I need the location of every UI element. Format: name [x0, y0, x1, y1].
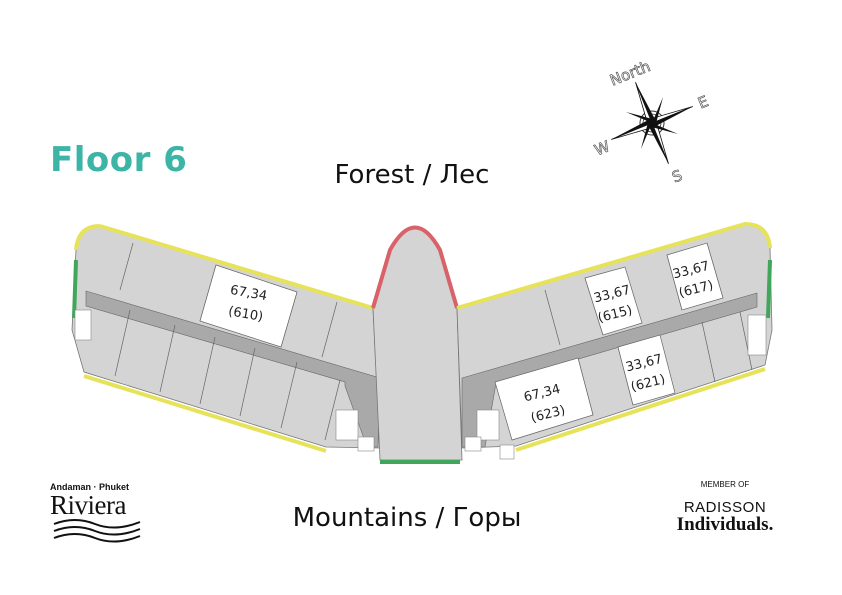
riviera-logo-name: Riviera — [50, 490, 126, 520]
floor-title: Floor 6 — [50, 140, 188, 180]
compass-east-label: E — [695, 92, 711, 112]
unit-610-number: (610) — [227, 304, 264, 325]
radisson-collection: Individuals. — [676, 514, 774, 535]
unit-617[interactable] — [666, 242, 724, 311]
compass-north-label: North — [607, 57, 653, 89]
right-wing — [456, 221, 773, 460]
radisson-member-label: MEMBER OF — [700, 480, 750, 489]
unit-610[interactable] — [199, 264, 298, 348]
radisson-logo: MEMBER OF RADISSON Individuals. — [660, 480, 790, 534]
riviera-logo-subtitle: Andaman · Phuket — [50, 482, 130, 492]
unit-623[interactable] — [494, 357, 594, 441]
left-wing — [71, 224, 381, 453]
compass-rose-icon — [611, 82, 693, 164]
riviera-logo: Andaman · Phuket Riviera — [50, 482, 150, 520]
unit-615[interactable] — [584, 266, 643, 336]
riviera-waves-icon — [53, 519, 141, 543]
center-tower — [371, 225, 463, 464]
radisson-brand: RADISSON — [683, 499, 767, 516]
unit-610-area: 67,34 — [229, 283, 268, 304]
unit-621[interactable] — [617, 334, 676, 406]
bottom-view-label: Mountains / Горы — [292, 503, 522, 533]
compass-west-label: W — [592, 137, 613, 159]
top-view-label: Forest / Лес — [334, 160, 490, 190]
